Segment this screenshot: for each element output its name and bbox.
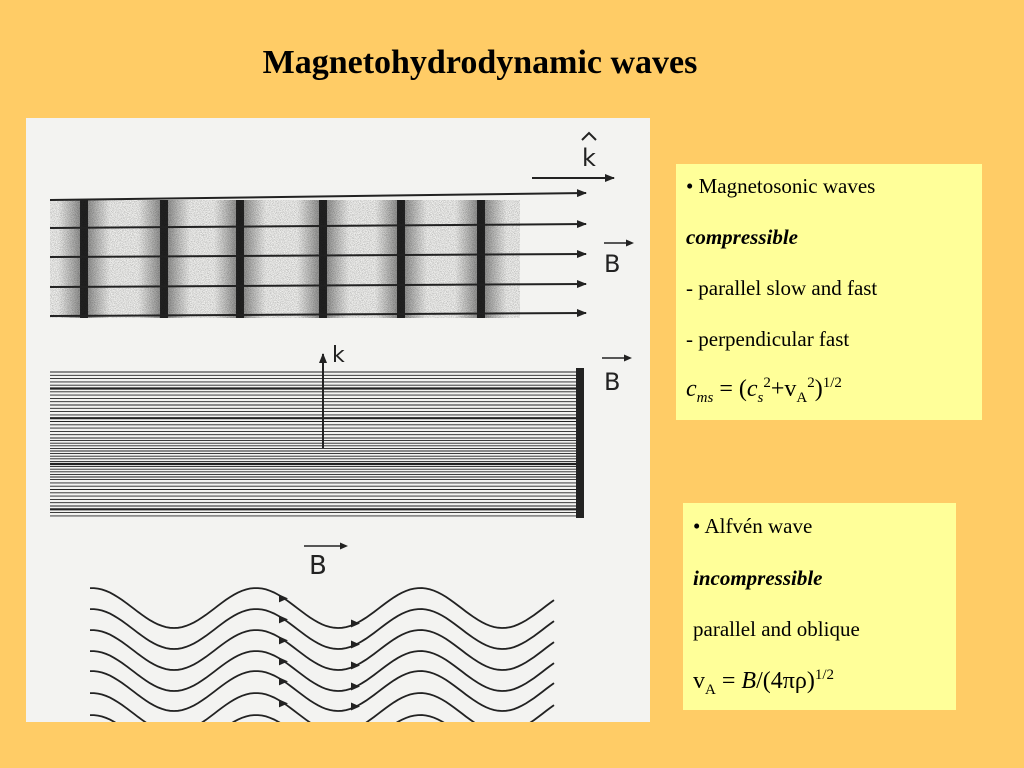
- magnetosonic-speed-formula: cms = (cs2+vA2)1/2: [686, 375, 842, 406]
- b-label: B: [604, 368, 620, 396]
- alfven-wave-diagram: B: [90, 542, 555, 722]
- direction-arrowhead: [279, 636, 288, 645]
- b-label: B: [309, 551, 327, 581]
- direction-arrowhead: [279, 657, 288, 666]
- wavy-field-line: [90, 650, 555, 692]
- wavy-field-line: [90, 629, 555, 671]
- direction-arrowhead: [279, 721, 281, 722]
- wavy-field-lines: [90, 587, 555, 722]
- direction-arrowhead: [351, 619, 360, 628]
- direction-arrowhead: [351, 682, 360, 691]
- wavy-field-line: [90, 608, 555, 650]
- compression-bands: [50, 200, 520, 318]
- stipple-texture: [50, 200, 520, 318]
- field-line: [49, 189, 587, 201]
- direction-arrowhead: [351, 702, 360, 711]
- parallel-oblique-line: parallel and oblique: [693, 617, 860, 641]
- b-label: B: [604, 250, 620, 278]
- compressible-label: compressible: [686, 225, 798, 249]
- direction-arrowhead: [351, 661, 360, 670]
- wavy-field-line: [90, 670, 555, 712]
- perpendicular-wave-diagram: k B: [50, 343, 632, 518]
- direction-arrowhead: [279, 677, 288, 686]
- magnetosonic-bullet: • Magnetosonic waves: [686, 174, 876, 198]
- direction-arrowhead: [351, 640, 360, 649]
- compressed-field-lines: [50, 371, 578, 517]
- wavy-field-line: [90, 714, 445, 722]
- direction-arrowhead: [279, 699, 288, 708]
- edge-bar: [576, 368, 584, 518]
- magnetosonic-box: • Magnetosonic waves compressible - para…: [676, 164, 982, 420]
- field-line: [49, 280, 587, 289]
- parallel-wave-diagram: k B: [49, 131, 634, 318]
- field-line: [49, 220, 587, 229]
- perpendicular-line: - perpendicular fast: [686, 327, 850, 351]
- direction-arrowhead: [279, 594, 288, 603]
- k-hat-label: k: [582, 144, 596, 172]
- hat-mark: [581, 131, 597, 141]
- wavy-field-line: [90, 587, 555, 629]
- incompressible-label: incompressible: [693, 566, 823, 590]
- alfven-box: • Alfvén wave incompressible parallel an…: [683, 503, 956, 710]
- field-line: [49, 250, 587, 259]
- wave-figure: k B k B B: [26, 118, 650, 722]
- direction-arrowhead: [279, 615, 288, 624]
- k-label: k: [332, 343, 345, 368]
- parallel-line: - parallel slow and fast: [686, 276, 878, 300]
- alfven-bullet: • Alfvén wave: [693, 514, 813, 538]
- alfven-speed-formula: vA = B/(4πρ)1/2: [693, 667, 834, 698]
- field-line: [49, 309, 587, 318]
- wave-diagrams-svg: k B k B B: [49, 131, 634, 722]
- slide-title: Magnetohydrodynamic waves: [262, 44, 698, 81]
